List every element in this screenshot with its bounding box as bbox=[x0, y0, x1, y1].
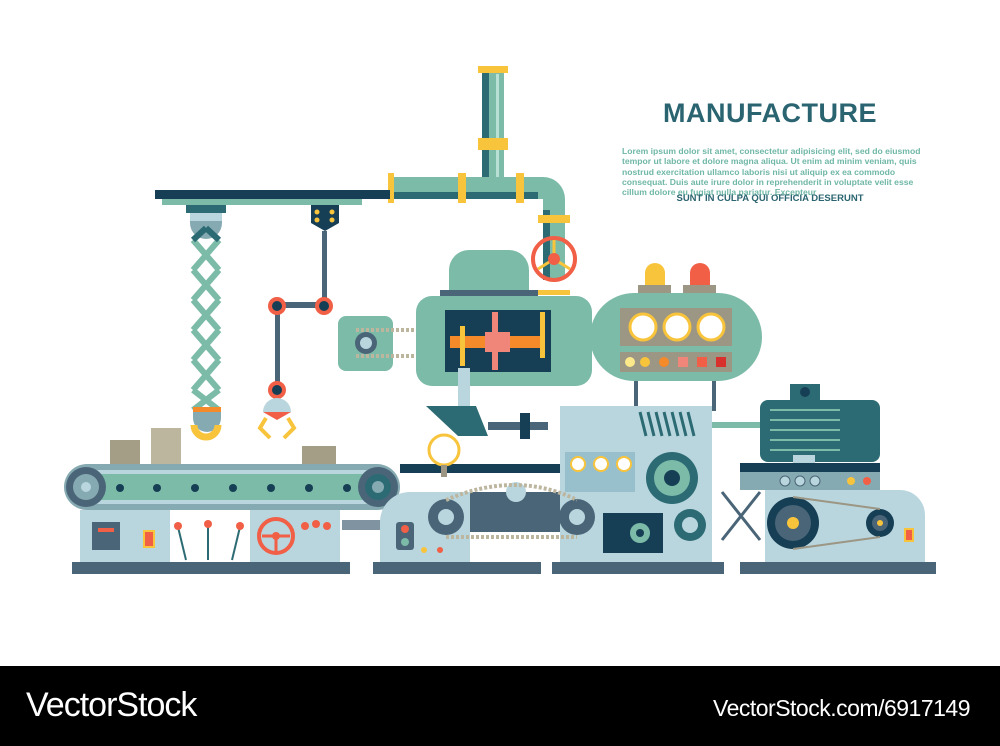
gantry-beam bbox=[155, 190, 390, 205]
subtitle: SUNT IN CULPA QUI OFFICIA DESERUNT bbox=[676, 193, 864, 204]
watermark-footer: VectorStock VectorStock.com/6917149 bbox=[0, 666, 1000, 746]
control-panel-with-gauges bbox=[590, 263, 762, 411]
gearbox bbox=[416, 250, 592, 408]
page-title: MANUFACTURE bbox=[663, 98, 877, 128]
gauge-icon bbox=[628, 312, 726, 342]
image-url: VectorStock.com/6917149 bbox=[713, 695, 971, 721]
electric-motor bbox=[712, 384, 880, 490]
chain-sprocket-box bbox=[338, 316, 420, 371]
pipe-system bbox=[388, 66, 570, 295]
boxes bbox=[110, 428, 336, 464]
brand-logo: VectorStock bbox=[26, 686, 197, 724]
chain-drive-base bbox=[373, 433, 595, 574]
middle-machine bbox=[426, 406, 724, 574]
pressure-gauge-icon bbox=[427, 433, 461, 477]
gear-icon bbox=[646, 452, 706, 541]
scissor-lift-claw bbox=[186, 205, 226, 441]
belt-drive-base bbox=[720, 490, 936, 574]
description-text: Lorem ipsum dolor sit amet, consectetur … bbox=[622, 146, 921, 198]
valve-wheel-icon bbox=[531, 236, 577, 282]
left-control-base bbox=[72, 510, 382, 574]
robotic-arm-claw bbox=[257, 205, 339, 440]
conveyor-belt bbox=[64, 464, 560, 510]
manufacture-illustration bbox=[64, 66, 936, 574]
